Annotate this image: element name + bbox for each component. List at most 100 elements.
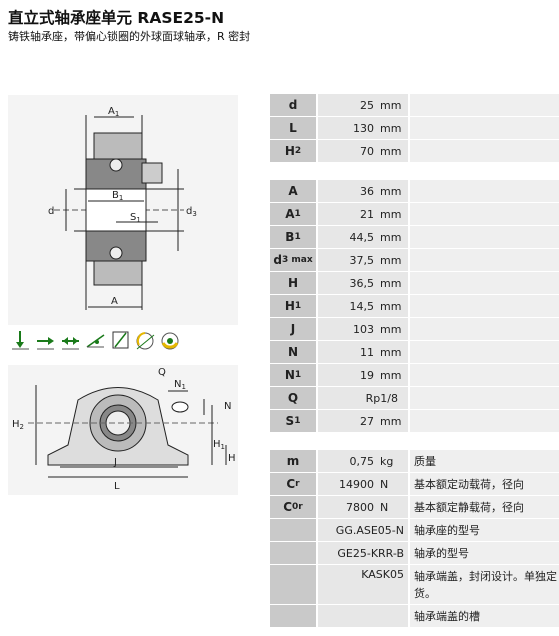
value-number: 21 <box>360 207 374 221</box>
param-symbol: N <box>287 345 299 359</box>
param-symbol: A <box>285 207 295 221</box>
value-number: 7800 <box>346 500 374 514</box>
description-text: 轴承端盖，封闭设计。单独定货。 <box>414 570 557 600</box>
param-symbol: H <box>284 299 295 313</box>
param-value: 36 mm <box>318 180 408 202</box>
value-unit: mm <box>380 121 402 135</box>
label-n1: N1 <box>174 379 186 391</box>
description-text: 轴承端盖的槽 <box>414 610 480 623</box>
param-symbol: m <box>286 454 300 468</box>
value-unit: mm <box>380 98 402 112</box>
param-value: KASK05 <box>318 565 408 604</box>
param-description: 质量 <box>410 450 559 472</box>
param-description <box>410 387 559 409</box>
param-key <box>270 605 316 627</box>
param-symbol: J <box>290 322 296 336</box>
param-description: 轴承座的型号 <box>410 519 559 541</box>
param-value: Rp1/8 <box>318 387 408 409</box>
tilt-icon <box>112 331 129 349</box>
param-value <box>318 605 408 627</box>
value-number: GE25-KRR-B <box>337 546 404 560</box>
value-number: 14900 <box>339 477 374 491</box>
value-number: 11 <box>360 345 374 359</box>
param-description: 轴承端盖的槽 <box>410 605 559 627</box>
param-symbol: H <box>284 144 295 158</box>
page-subtitle: 铸铁轴承座，带偏心锁圈的外球面球轴承，R 密封 <box>8 30 251 43</box>
label-d3: d3 <box>186 206 197 218</box>
param-value: 14,5 mm <box>318 295 408 317</box>
param-value: 0,75 kg <box>318 450 408 472</box>
value-unit: kg <box>380 454 394 468</box>
value-number: 36 <box>360 184 374 198</box>
value-unit: N <box>380 500 389 514</box>
param-value: GG.ASE05-N <box>318 519 408 541</box>
param-symbol: d <box>273 253 282 267</box>
param-symbol: H <box>287 276 299 290</box>
param-description <box>410 272 559 294</box>
param-symbol: C <box>283 500 293 514</box>
param-value: 14900 N <box>318 473 408 495</box>
value-number: 37,5 <box>349 253 375 267</box>
value-unit: mm <box>380 230 402 244</box>
param-description <box>410 318 559 340</box>
param-description <box>410 295 559 317</box>
param-description: 轴承的型号 <box>410 542 559 564</box>
value-unit: N <box>380 477 389 491</box>
param-key: L <box>270 117 316 139</box>
param-subscript: 1 <box>294 301 302 311</box>
value-number: 70 <box>360 144 374 158</box>
description-text: 基本额定动载荷，径向 <box>414 478 524 491</box>
label-l: L <box>114 481 120 492</box>
param-symbol: C <box>286 477 296 491</box>
param-value: 7800 N <box>318 496 408 518</box>
param-subscript: 1 <box>294 416 301 426</box>
param-subscript: 3 max <box>281 255 313 265</box>
value-number: GG.ASE05-N <box>335 523 404 537</box>
param-description: 基本额定静载荷，径向 <box>410 496 559 518</box>
value-unit: mm <box>380 299 402 313</box>
value-unit: mm <box>380 368 402 382</box>
radial-load-icon <box>12 331 29 350</box>
label-j: J <box>113 457 117 468</box>
label-q: Q <box>158 367 166 378</box>
value-unit: mm <box>380 184 402 198</box>
param-key: Q <box>270 387 316 409</box>
value-number: 14,5 <box>349 299 375 313</box>
group-gap <box>270 163 559 180</box>
value-number: 103 <box>353 322 374 336</box>
param-subscript: 0r <box>292 502 303 512</box>
param-description <box>410 180 559 202</box>
value-number: 0,75 <box>349 454 375 468</box>
label-s1: S1 <box>130 212 141 224</box>
param-description <box>410 249 559 271</box>
label-b1: B1 <box>112 190 123 202</box>
property-icon-row <box>10 328 190 352</box>
param-symbol: N <box>284 368 295 382</box>
param-symbol: B <box>285 230 295 244</box>
combined-load-icon <box>62 337 79 350</box>
table-row: GG.ASE05-N 轴承座的型号 <box>270 519 559 542</box>
param-key <box>270 519 316 541</box>
group-gap <box>270 433 559 450</box>
param-description <box>410 226 559 248</box>
speed-icon <box>86 334 105 348</box>
label-a: A <box>111 296 118 307</box>
